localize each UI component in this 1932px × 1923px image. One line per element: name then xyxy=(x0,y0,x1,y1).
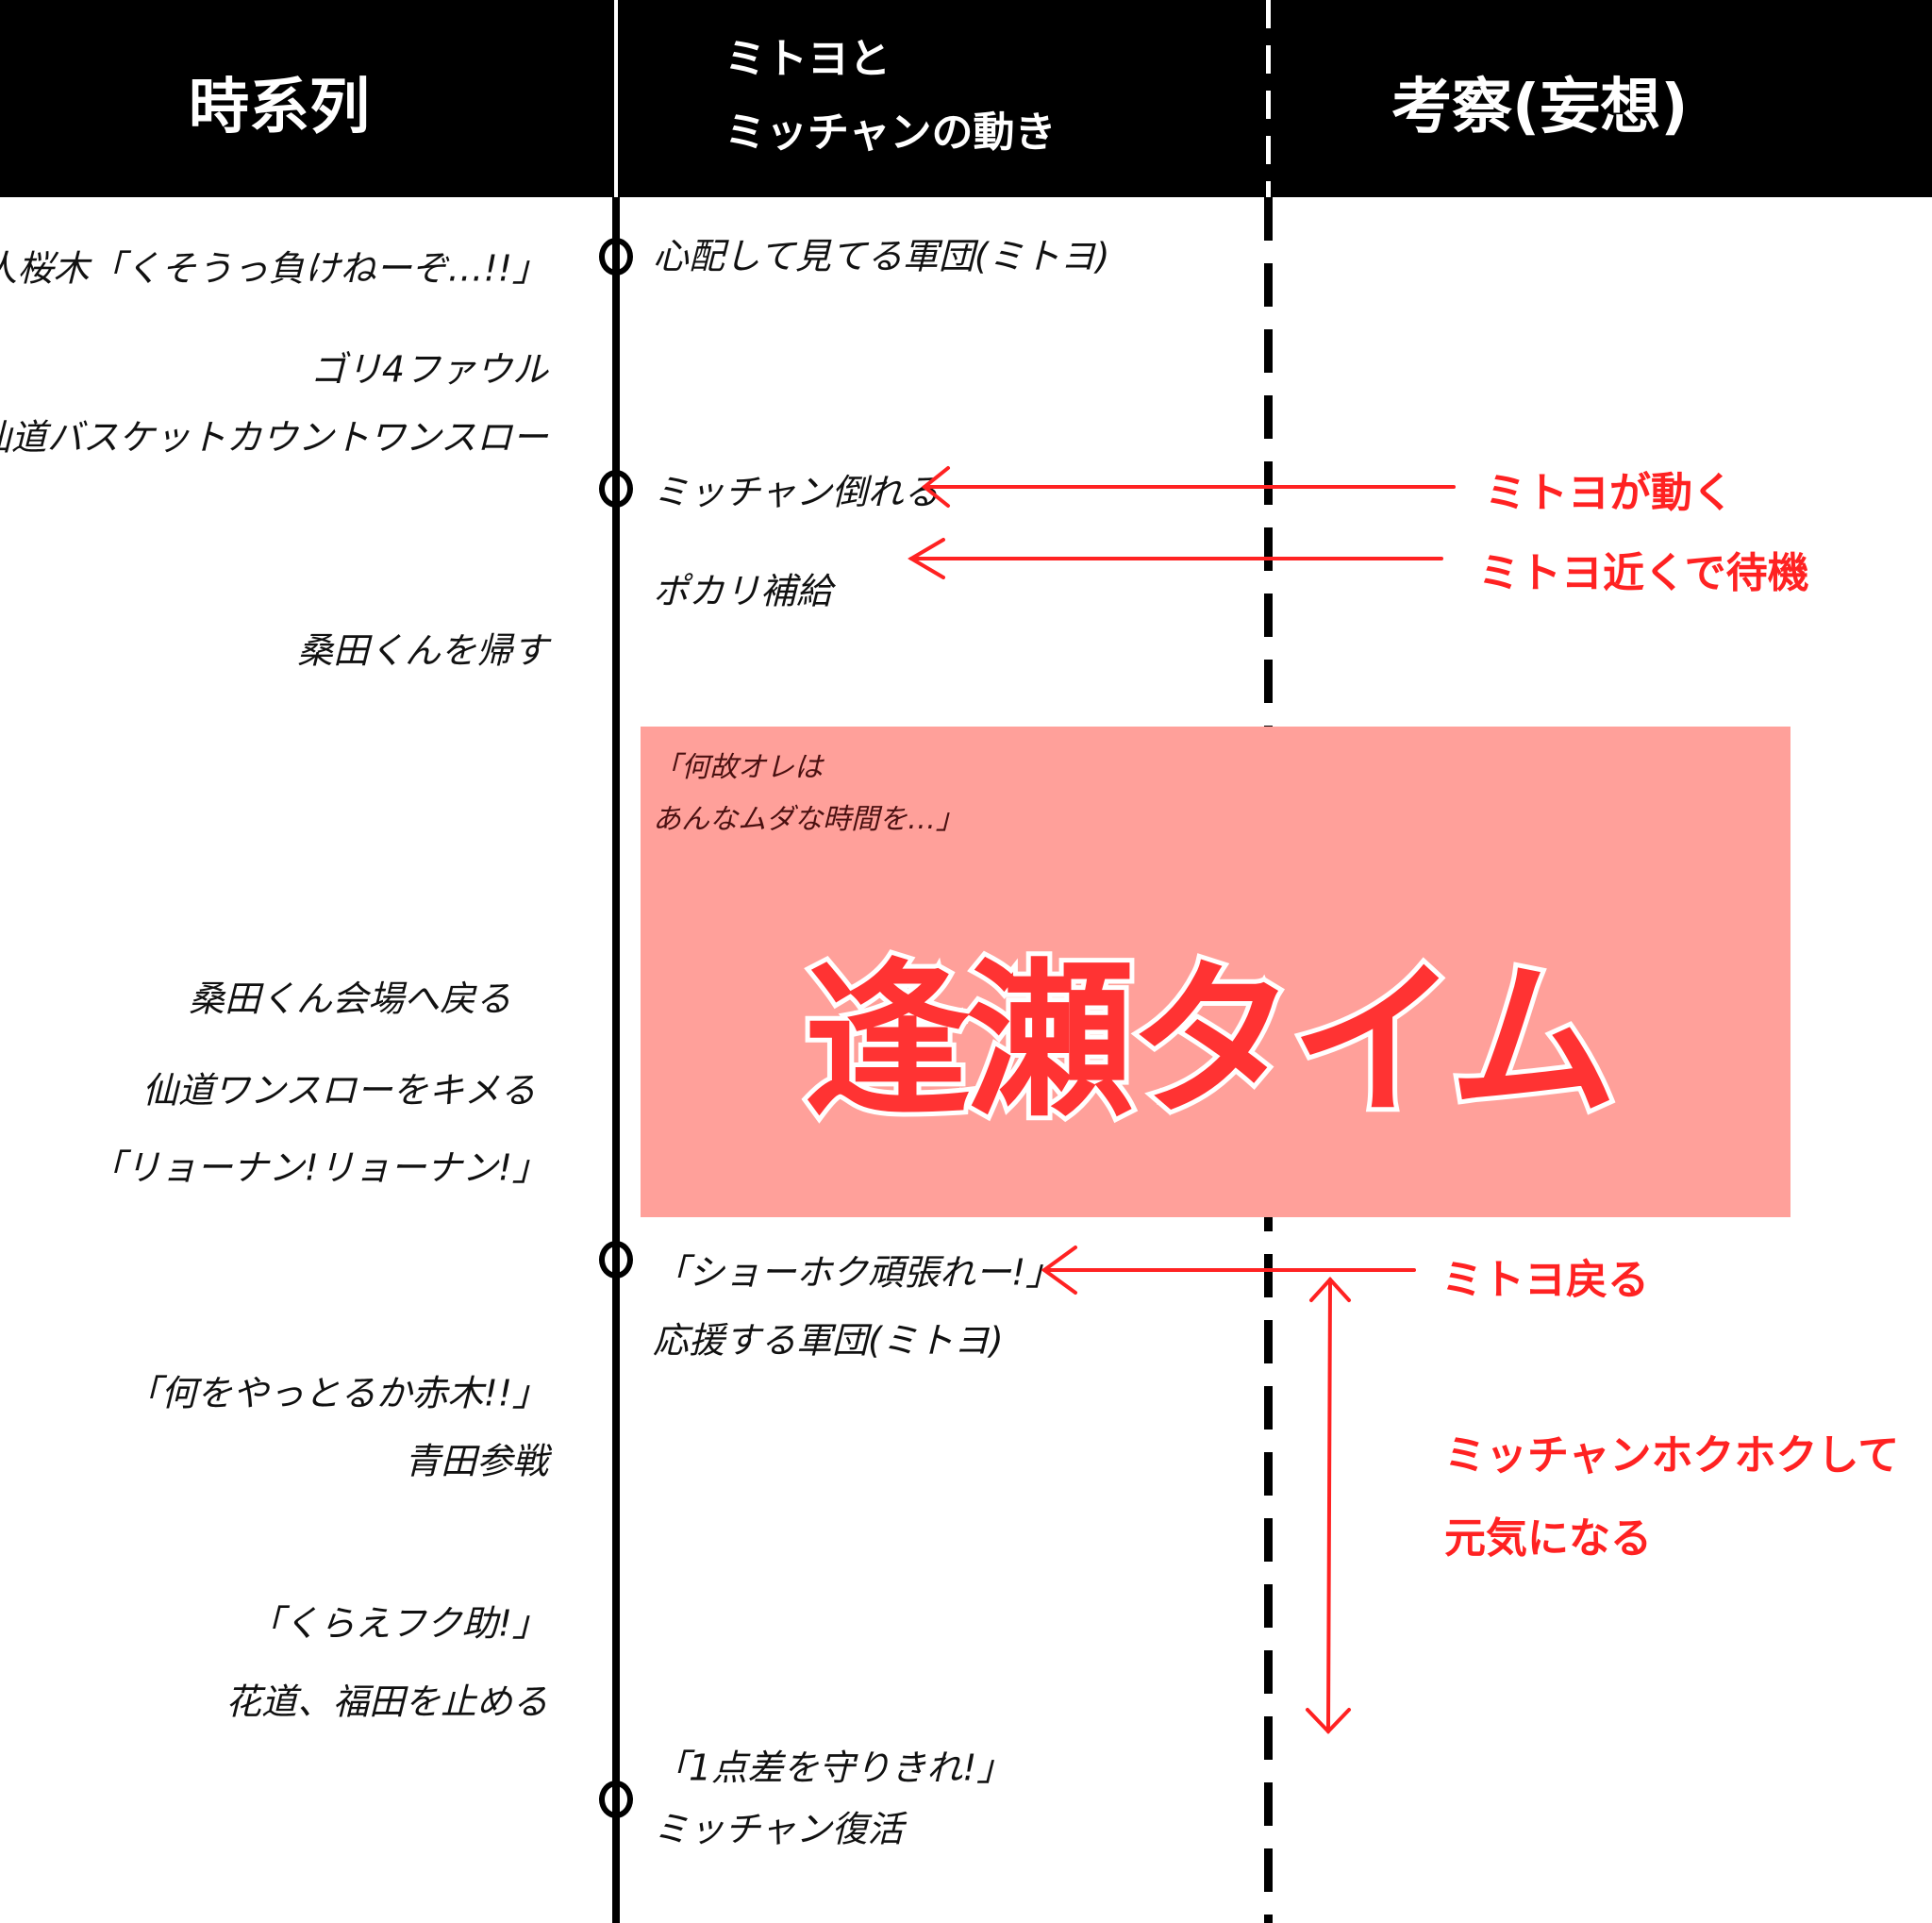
left-arrow xyxy=(921,466,1456,508)
movement-event: ミッチャン復活 xyxy=(653,1808,904,1850)
timeline-event: 素人桜木「くそうっ負けねーぞ…!!」 xyxy=(0,247,548,290)
left-arrow xyxy=(1041,1246,1416,1295)
movement-event: ポカリ補給 xyxy=(653,570,833,612)
header-timeline: 時系列 xyxy=(189,73,370,142)
movement-event: 応援する軍団(ミトヨ) xyxy=(653,1319,1004,1362)
header-movements-line2: ミッチャンの動き xyxy=(724,109,1057,157)
timeline-node xyxy=(599,1781,633,1818)
timeline-event: 「何をやっとるか赤木!!」 xyxy=(125,1372,548,1414)
movement-event: 「ショーホク頑張れー!」 xyxy=(653,1251,1062,1294)
timeline-node xyxy=(599,238,633,276)
timeline-event: 「リョーナン!リョーナン!」 xyxy=(89,1146,548,1189)
note-mitoyo-waits: ミトヨ近くで待機 xyxy=(1478,549,1809,597)
timeline-event: 青田参戦 xyxy=(404,1440,548,1482)
timeline-event: 桑田くん会場へ戻る xyxy=(188,978,511,1020)
timeline-event: 仙道バスケットカウントワンスロー xyxy=(0,416,548,459)
highlight-box xyxy=(641,727,1790,1217)
timeline-event: 花道、福田を止める xyxy=(225,1681,548,1723)
highlight-quote-line2: あんなムダな時間を…」 xyxy=(653,803,964,836)
timeline-node xyxy=(599,1241,633,1279)
timeline-axis xyxy=(612,0,620,1923)
header-speculation: 考察(妄想) xyxy=(1391,73,1689,142)
movement-event: 「1点差を守りきれ!」 xyxy=(653,1747,1013,1789)
movement-event: ミッチャン倒れる xyxy=(653,471,940,513)
movement-event: 心配して見てる軍団(ミトヨ) xyxy=(653,235,1110,277)
note-recovery-line1: ミッチャンホクホクして xyxy=(1444,1431,1900,1480)
timeline-node xyxy=(599,470,633,508)
highlight-quote-line1: 「何故オレは xyxy=(653,751,823,784)
timeline-event: 仙道ワンスローをキメる xyxy=(142,1069,536,1112)
double-vertical-arrow xyxy=(1306,1277,1351,1734)
note-recovery-line2: 元気になる xyxy=(1444,1514,1652,1563)
highlight-title: 逢瀬タイム xyxy=(799,939,1622,1144)
header-bar xyxy=(0,0,1932,197)
timeline-event: 「くらえフク助!」 xyxy=(247,1602,548,1645)
header-dashed-divider xyxy=(1266,0,1271,197)
note-mitoyo-returns: ミトヨ戻る xyxy=(1441,1256,1649,1304)
header-divider xyxy=(614,0,618,197)
left-arrow xyxy=(908,538,1443,579)
header-movements-line1: ミトヨと xyxy=(724,35,891,83)
note-mitoyo-moves: ミトヨが動く xyxy=(1485,469,1734,517)
timeline-event: 桑田くんを帰す xyxy=(296,629,548,672)
timeline-event: ゴリ4ファウル xyxy=(309,348,548,391)
